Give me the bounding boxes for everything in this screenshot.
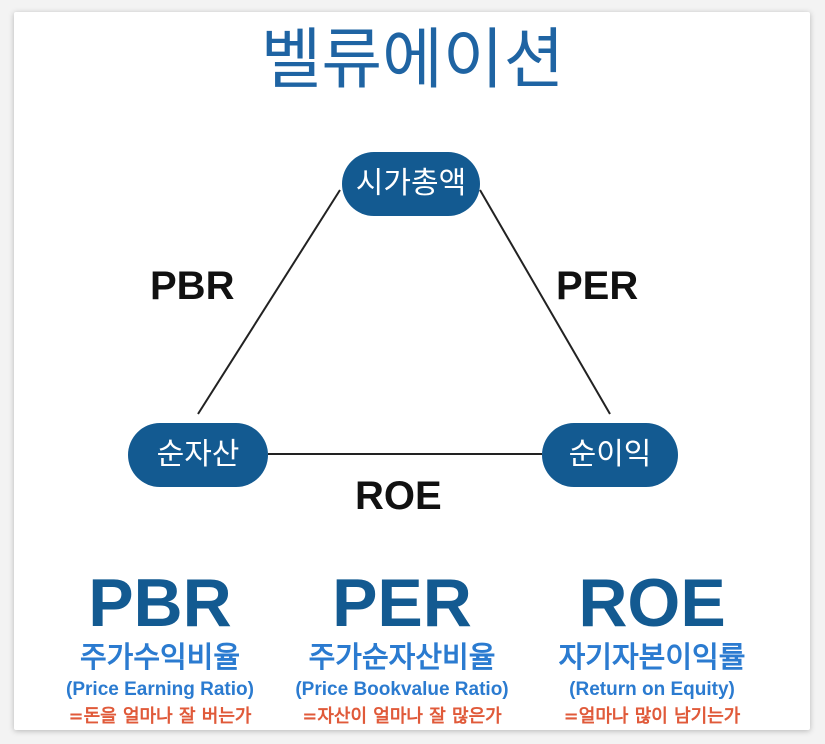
definition-abbr: ROE (578, 565, 726, 641)
edge-line-right (479, 189, 611, 415)
definition-abbr: PBR (88, 565, 232, 641)
definition-korean: 자기자본이익률 (558, 640, 746, 674)
edge-label-per: PER (556, 264, 639, 308)
node-net-assets: 순자산 (128, 423, 268, 487)
definition-pbr: PBR 주가수익비율 (Price Earning Ratio) =돈을 얼마나… (30, 566, 290, 730)
page-title: 벨류에이션 (260, 21, 565, 98)
node-net-income: 순이익 (542, 423, 678, 487)
edge-label-roe: ROE (355, 474, 442, 518)
definition-meaning: =자산이 얼마나 잘 많은가 (302, 706, 502, 727)
definition-english: (Price Earning Ratio) (66, 679, 254, 700)
definition-roe: ROE 자기자본이익률 (Return on Equity) =얼마나 많이 남… (522, 566, 782, 730)
content-card (14, 12, 810, 730)
definition-meaning: =얼마나 많이 남기는가 (563, 706, 741, 727)
edge-line-left (197, 189, 341, 415)
definition-korean: 주가수익비율 (79, 640, 241, 674)
definition-english: (Return on Equity) (569, 679, 735, 700)
definition-english: (Price Bookvalue Ratio) (295, 679, 509, 700)
definition-abbr: PER (332, 565, 472, 641)
node-market-cap: 시가총액 (342, 152, 480, 216)
definition-per: PER 주가순자산비율 (Price Bookvalue Ratio) =자산이… (272, 566, 532, 730)
edge-label-pbr: PBR (150, 264, 235, 308)
definition-meaning: =돈을 얼마나 잘 버는가 (68, 706, 252, 727)
definition-korean: 주가순자산비율 (308, 640, 496, 674)
